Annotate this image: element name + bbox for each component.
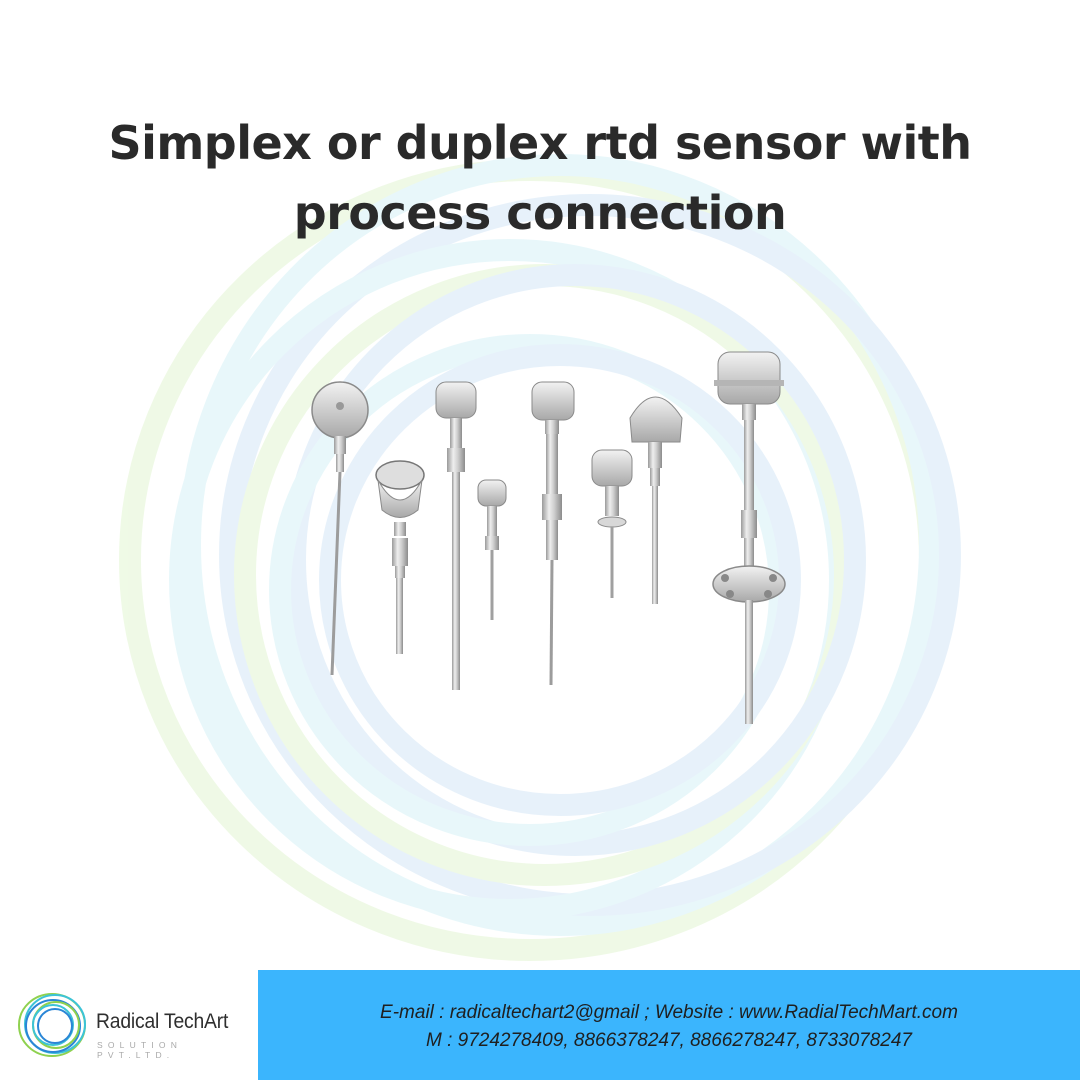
company-name: Radical TechArt: [96, 1010, 229, 1033]
company-logo: Radical TechArt SOLUTION PVT.LTD.: [0, 970, 258, 1080]
title-line-2: process connection: [293, 186, 787, 240]
sensor-3: [435, 381, 477, 690]
sensor-8: [712, 351, 786, 724]
footer: Radical TechArt SOLUTION PVT.LTD. E-mail…: [0, 970, 1080, 1080]
company-subtitle: SOLUTION PVT.LTD.: [97, 1040, 183, 1060]
concentric-rings-logo-icon: [18, 993, 86, 1057]
sensor-2: [375, 460, 425, 654]
sensor-7: [629, 396, 683, 604]
phone-numbers-line: M : 9724278409, 8866378247, 8866278247, …: [425, 1030, 912, 1051]
sensor-5: [531, 381, 575, 686]
page-title: Simplex or duplex rtd sensor with proces…: [60, 108, 1020, 248]
sensor-1: [311, 381, 369, 676]
email-website-line: E-mail : radicaltechart2@gmail ; Website…: [380, 1002, 958, 1023]
rtd-sensors-product-image: [311, 351, 786, 724]
title-line-1: Simplex or duplex rtd sensor with: [108, 116, 972, 170]
sensor-4: [477, 479, 507, 620]
sensor-6: [591, 449, 633, 598]
contact-info-band: E-mail : radicaltechart2@gmail ; Website…: [258, 970, 1080, 1080]
